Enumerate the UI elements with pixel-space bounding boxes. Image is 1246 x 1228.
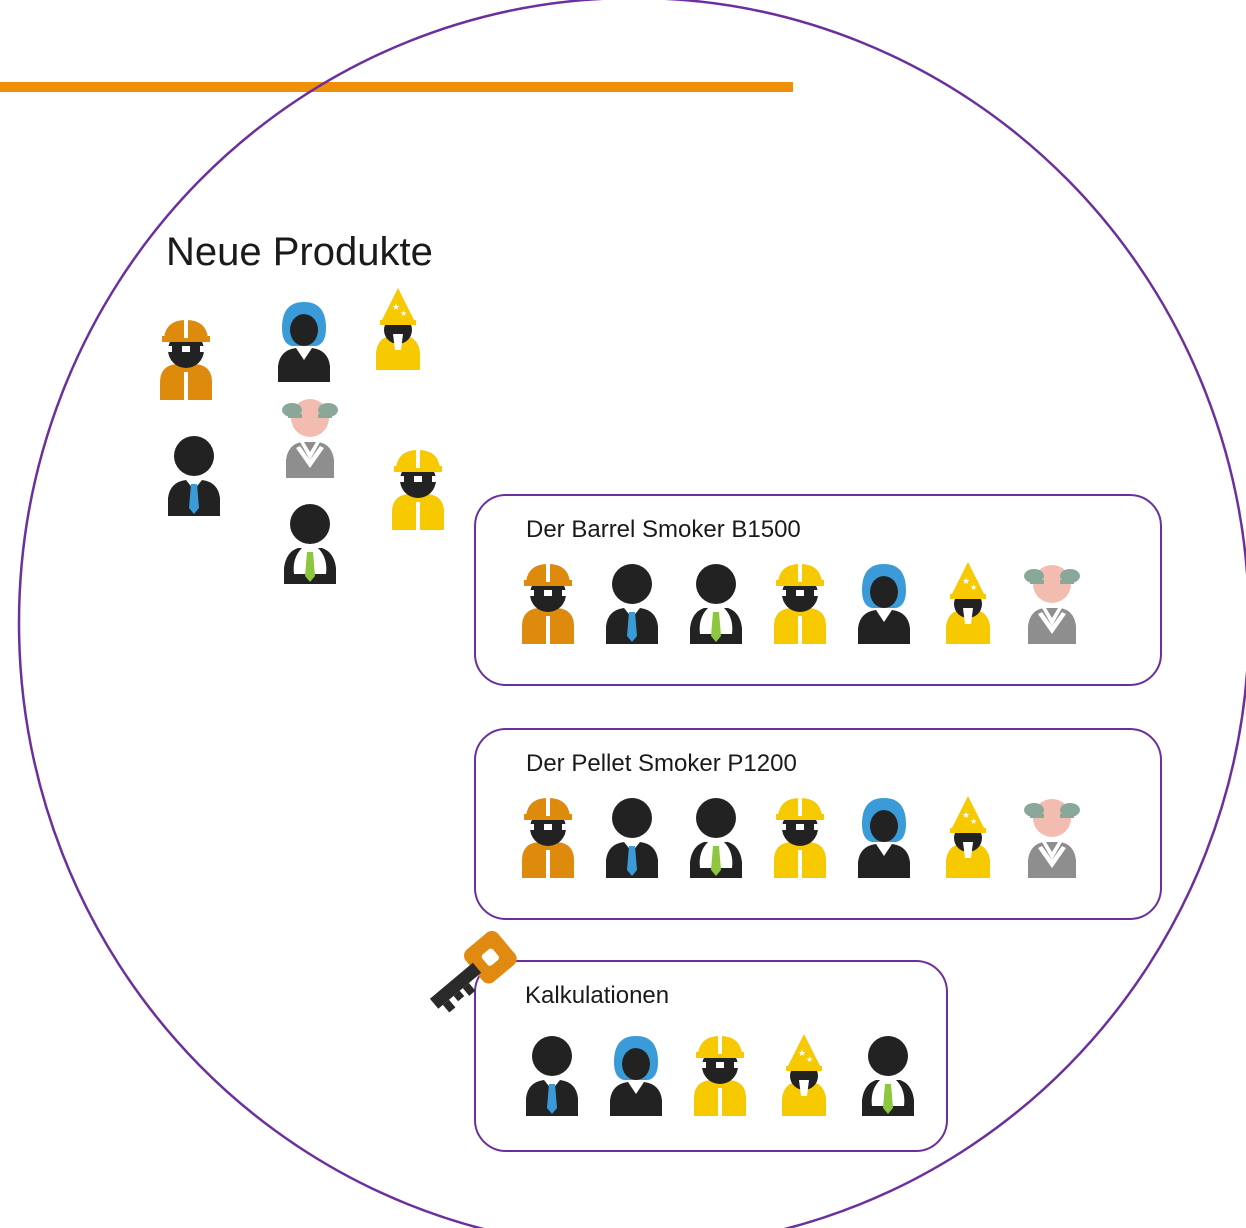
svg-text:★: ★: [400, 309, 407, 318]
woman-blue-avatar-icon[interactable]: [604, 1032, 668, 1121]
svg-text:★: ★: [806, 1055, 813, 1064]
header-accent-bar: [0, 82, 793, 92]
businessman-blue-tie-avatar-icon[interactable]: [520, 1032, 584, 1121]
woman-blue-avatar-icon[interactable]: [852, 794, 916, 883]
worker-orange-avatar-icon[interactable]: [516, 794, 580, 883]
businessman-blue-tie-avatar-icon[interactable]: [600, 794, 664, 883]
group-label: Der Barrel Smoker B1500: [526, 516, 801, 543]
wizard-avatar-icon[interactable]: ★★: [366, 286, 430, 375]
worker-orange-avatar-icon[interactable]: [154, 316, 218, 405]
businessman-blue-tie-avatar-icon[interactable]: [162, 432, 226, 521]
group-card[interactable]: Kalkulationen ★★: [474, 960, 948, 1152]
manager-green-tie-avatar-icon[interactable]: [684, 794, 748, 883]
worker-orange-avatar-icon[interactable]: [516, 560, 580, 649]
page-title: Neue Produkte: [166, 230, 433, 274]
member-row: ★★: [516, 794, 1084, 883]
wizard-avatar-icon[interactable]: ★★: [936, 794, 1000, 883]
wizard-avatar-icon[interactable]: ★★: [936, 560, 1000, 649]
svg-text:★: ★: [962, 810, 970, 820]
professor-avatar-icon[interactable]: [1020, 794, 1084, 883]
worker-yellow-avatar-icon[interactable]: [688, 1032, 752, 1121]
svg-text:★: ★: [970, 583, 977, 592]
svg-text:★: ★: [970, 817, 977, 826]
svg-text:★: ★: [962, 576, 970, 586]
group-card[interactable]: Der Barrel Smoker B1500 ★★: [474, 494, 1162, 686]
manager-green-tie-avatar-icon[interactable]: [856, 1032, 920, 1121]
group-card[interactable]: Der Pellet Smoker P1200 ★★: [474, 728, 1162, 920]
worker-yellow-avatar-icon[interactable]: [768, 794, 832, 883]
member-row: ★★: [520, 1032, 920, 1121]
manager-green-tie-avatar-icon[interactable]: [684, 560, 748, 649]
svg-text:★: ★: [392, 302, 400, 312]
wizard-avatar-icon[interactable]: ★★: [772, 1032, 836, 1121]
key-icon: [429, 930, 517, 1013]
professor-avatar-icon[interactable]: [278, 394, 342, 483]
worker-yellow-avatar-icon[interactable]: [386, 446, 450, 535]
woman-blue-avatar-icon[interactable]: [272, 298, 336, 387]
group-label: Kalkulationen: [525, 982, 670, 1009]
svg-text:★: ★: [798, 1048, 806, 1058]
group-label: Der Pellet Smoker P1200: [526, 750, 797, 777]
woman-blue-avatar-icon[interactable]: [852, 560, 916, 649]
businessman-blue-tie-avatar-icon[interactable]: [600, 560, 664, 649]
professor-avatar-icon[interactable]: [1020, 560, 1084, 649]
manager-green-tie-avatar-icon[interactable]: [278, 500, 342, 589]
worker-yellow-avatar-icon[interactable]: [768, 560, 832, 649]
member-row: ★★: [516, 560, 1084, 649]
